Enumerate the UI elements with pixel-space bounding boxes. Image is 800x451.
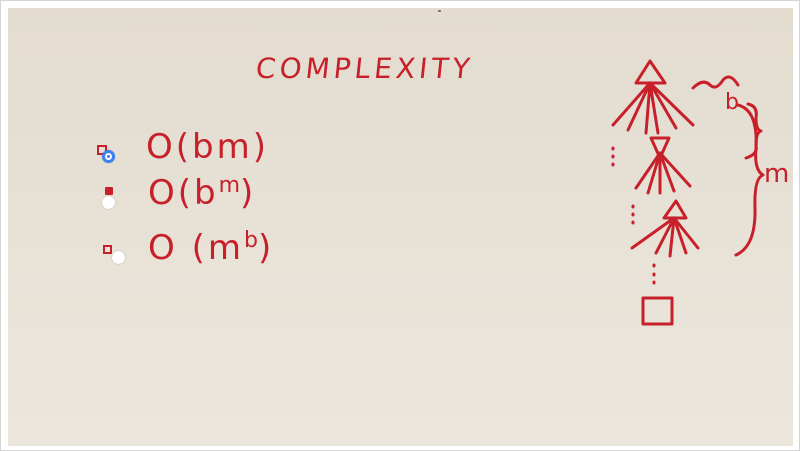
option-2-radio[interactable] bbox=[102, 196, 115, 209]
answer-option-3[interactable] bbox=[93, 241, 127, 267]
option-1-expression: O(bm) bbox=[146, 130, 269, 164]
slide-title: COMPLEXITY bbox=[254, 52, 476, 85]
option-2-base: O(b bbox=[148, 173, 219, 213]
option-3-base: O (m bbox=[148, 228, 244, 268]
board-mark bbox=[438, 10, 441, 12]
game-tree-diagram bbox=[611, 59, 765, 326]
lower-branches bbox=[630, 216, 700, 258]
option-3-radio[interactable] bbox=[112, 251, 125, 264]
option-2-exponent: m bbox=[218, 173, 241, 198]
option-3-close: ) bbox=[257, 228, 275, 268]
option-3-checkbox-drawing bbox=[103, 245, 112, 254]
option-2-close: ) bbox=[240, 173, 257, 213]
depth-label: m bbox=[764, 159, 790, 189]
option-1-radio-selected[interactable] bbox=[102, 150, 115, 163]
leaf-square bbox=[641, 296, 674, 326]
max-node-top-triangle bbox=[634, 59, 667, 85]
branching-factor-label: b bbox=[725, 90, 739, 115]
option-1-text: O(bm) bbox=[146, 127, 269, 167]
answer-option-2[interactable] bbox=[93, 185, 127, 211]
branching-squiggle bbox=[691, 75, 740, 90]
whiteboard: COMPLEXITY O(bm) O(bm) O (mb) bbox=[8, 8, 793, 446]
max-node-mid-triangle bbox=[662, 199, 688, 220]
middle-branches bbox=[634, 151, 692, 195]
option-3-expression: O (mb) bbox=[148, 228, 275, 268]
m-brace bbox=[734, 103, 765, 257]
top-branches bbox=[611, 81, 695, 135]
option-2-expression: O(bm) bbox=[148, 173, 257, 213]
option-2-checkbox-drawing bbox=[105, 187, 113, 195]
option-3-exponent: b bbox=[243, 228, 258, 253]
answer-option-1[interactable] bbox=[93, 141, 127, 167]
